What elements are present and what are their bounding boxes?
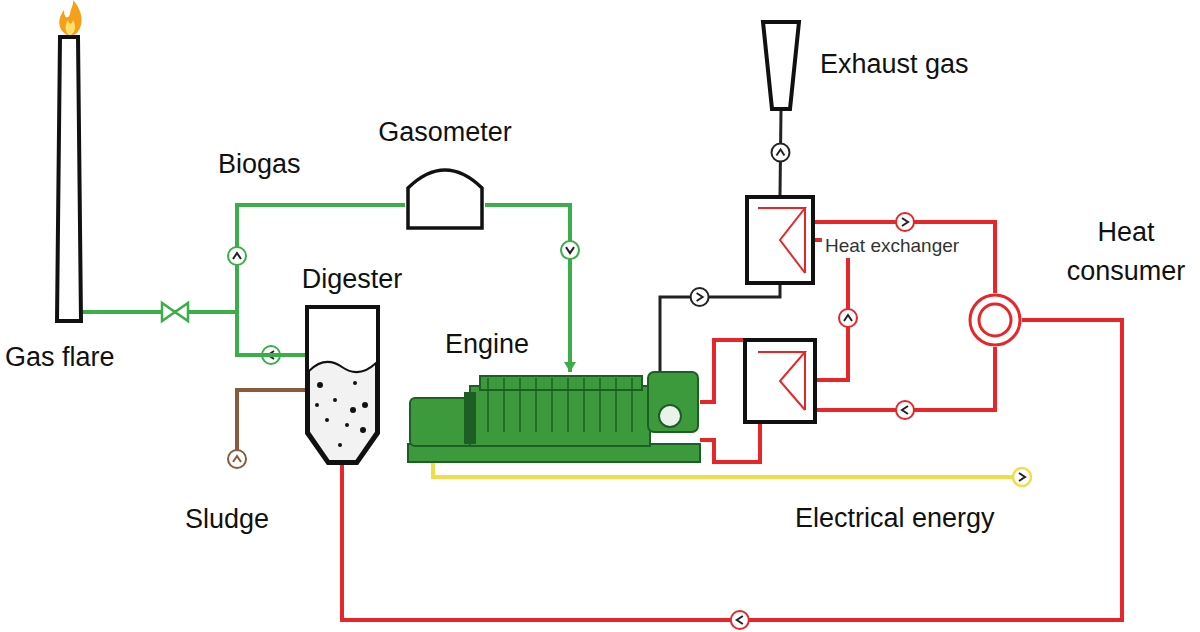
flow-marker	[896, 213, 914, 231]
sludge-particle	[360, 427, 366, 433]
sludge-particle	[315, 403, 319, 407]
node-label: Heat consumer	[1060, 213, 1192, 291]
gas-flare-outline	[56, 35, 82, 322]
flame-core	[66, 20, 75, 36]
valve-symbol	[175, 303, 188, 321]
sludge-particle	[353, 381, 357, 385]
flow-marker	[776, 150, 784, 156]
flow-marker	[902, 406, 908, 414]
heat-exchanger-box	[745, 340, 815, 422]
cylinder-rib	[599, 378, 601, 432]
heat-consumer: Heat consumer	[968, 293, 1022, 347]
flow-marker	[561, 241, 579, 259]
sludge-particle	[350, 407, 356, 413]
flare-stack	[57, 37, 81, 321]
flow-label: Electrical energy	[795, 502, 995, 534]
digester-outline	[305, 305, 380, 465]
turbocharger	[648, 372, 698, 432]
cylinder-rib	[583, 378, 585, 432]
pipe-line	[82, 312, 305, 355]
generator	[410, 398, 472, 446]
heat-consumer-ring	[970, 295, 1020, 345]
engine-block	[470, 386, 650, 446]
heat-exchanger-outline	[745, 195, 815, 285]
gasometer: Gasometer	[405, 160, 485, 230]
pipe-connector	[815, 222, 995, 293]
flow-marker	[697, 293, 703, 301]
cylinder-rib	[615, 378, 617, 432]
flow-marker	[731, 611, 749, 629]
sludge-particle	[345, 423, 349, 427]
flow-marker	[566, 247, 574, 253]
node-label: Gasometer	[378, 116, 512, 148]
sludge-fill	[309, 362, 376, 461]
flow-marker	[772, 144, 790, 162]
flow-marker	[737, 616, 743, 624]
flow-marker	[691, 288, 709, 306]
gasometer-outline	[405, 160, 485, 230]
pipe-line	[342, 320, 1122, 620]
gas-flare: Gas flare	[56, 35, 82, 322]
node-label: Exhaust gas	[820, 48, 969, 80]
node-label: Digester	[302, 263, 403, 295]
digester-tank	[307, 307, 378, 463]
flame	[59, 0, 81, 36]
pipe-line	[815, 222, 995, 293]
heat-exchanger: Heat exchanger	[745, 195, 815, 285]
cylinder-rib	[519, 378, 521, 432]
cylinder-rib	[487, 378, 489, 432]
cooling-water-line	[700, 422, 760, 462]
exhaust-stack: Exhaust gas	[762, 20, 800, 110]
flow-label: Biogas	[218, 148, 301, 180]
flow-marker	[839, 309, 857, 327]
flow-label: Sludge	[185, 503, 269, 535]
cooling-water-line	[700, 340, 745, 402]
cylinder-rib	[551, 378, 553, 432]
node-label: Heat exchanger	[822, 235, 962, 258]
exhaust-stack	[763, 22, 799, 109]
heat-consumer-outline	[968, 293, 1022, 347]
exhaust-stack-outline	[762, 20, 800, 110]
flow-marker	[1019, 473, 1025, 481]
arrowhead	[564, 362, 576, 372]
flow-marker	[228, 247, 246, 265]
flow-marker	[844, 315, 852, 321]
sludge-particle	[333, 398, 337, 402]
sludge-particle	[317, 382, 323, 388]
engine: Engine	[408, 372, 700, 464]
flow-marker	[896, 401, 914, 419]
node-label: Engine	[445, 328, 529, 360]
flow-marker	[228, 450, 246, 468]
flow-marker	[233, 253, 241, 259]
sludge-particle	[325, 418, 329, 422]
cylinder-rib	[631, 378, 633, 432]
engine-outline	[408, 372, 700, 464]
heat-exchanger-coil	[758, 352, 805, 410]
turbocharger-wheel	[659, 405, 681, 427]
gasometer-dome	[408, 170, 482, 228]
heat-exchanger-coil	[804, 208, 806, 273]
sludge-line	[237, 390, 305, 450]
cylinder-rib	[535, 378, 537, 432]
flywheel-housing	[464, 392, 476, 444]
cylinder-rib	[503, 378, 505, 432]
pipe-connector	[342, 320, 1122, 620]
pipe-connector	[82, 312, 305, 355]
heat-exchanger-coil	[758, 208, 805, 273]
digester: Digester	[305, 305, 380, 465]
node-label: Gas flare	[5, 341, 115, 373]
cylinder-rib	[567, 378, 569, 432]
flow-marker	[902, 218, 908, 226]
sludge-particle	[338, 443, 342, 447]
heat-consumer-ring	[979, 304, 1011, 336]
heat-exchanger-box	[747, 197, 813, 283]
flow-marker	[1013, 468, 1031, 486]
flow-marker	[233, 456, 241, 462]
sludge-particle	[362, 402, 368, 408]
heat-exchanger-coil	[804, 352, 806, 410]
